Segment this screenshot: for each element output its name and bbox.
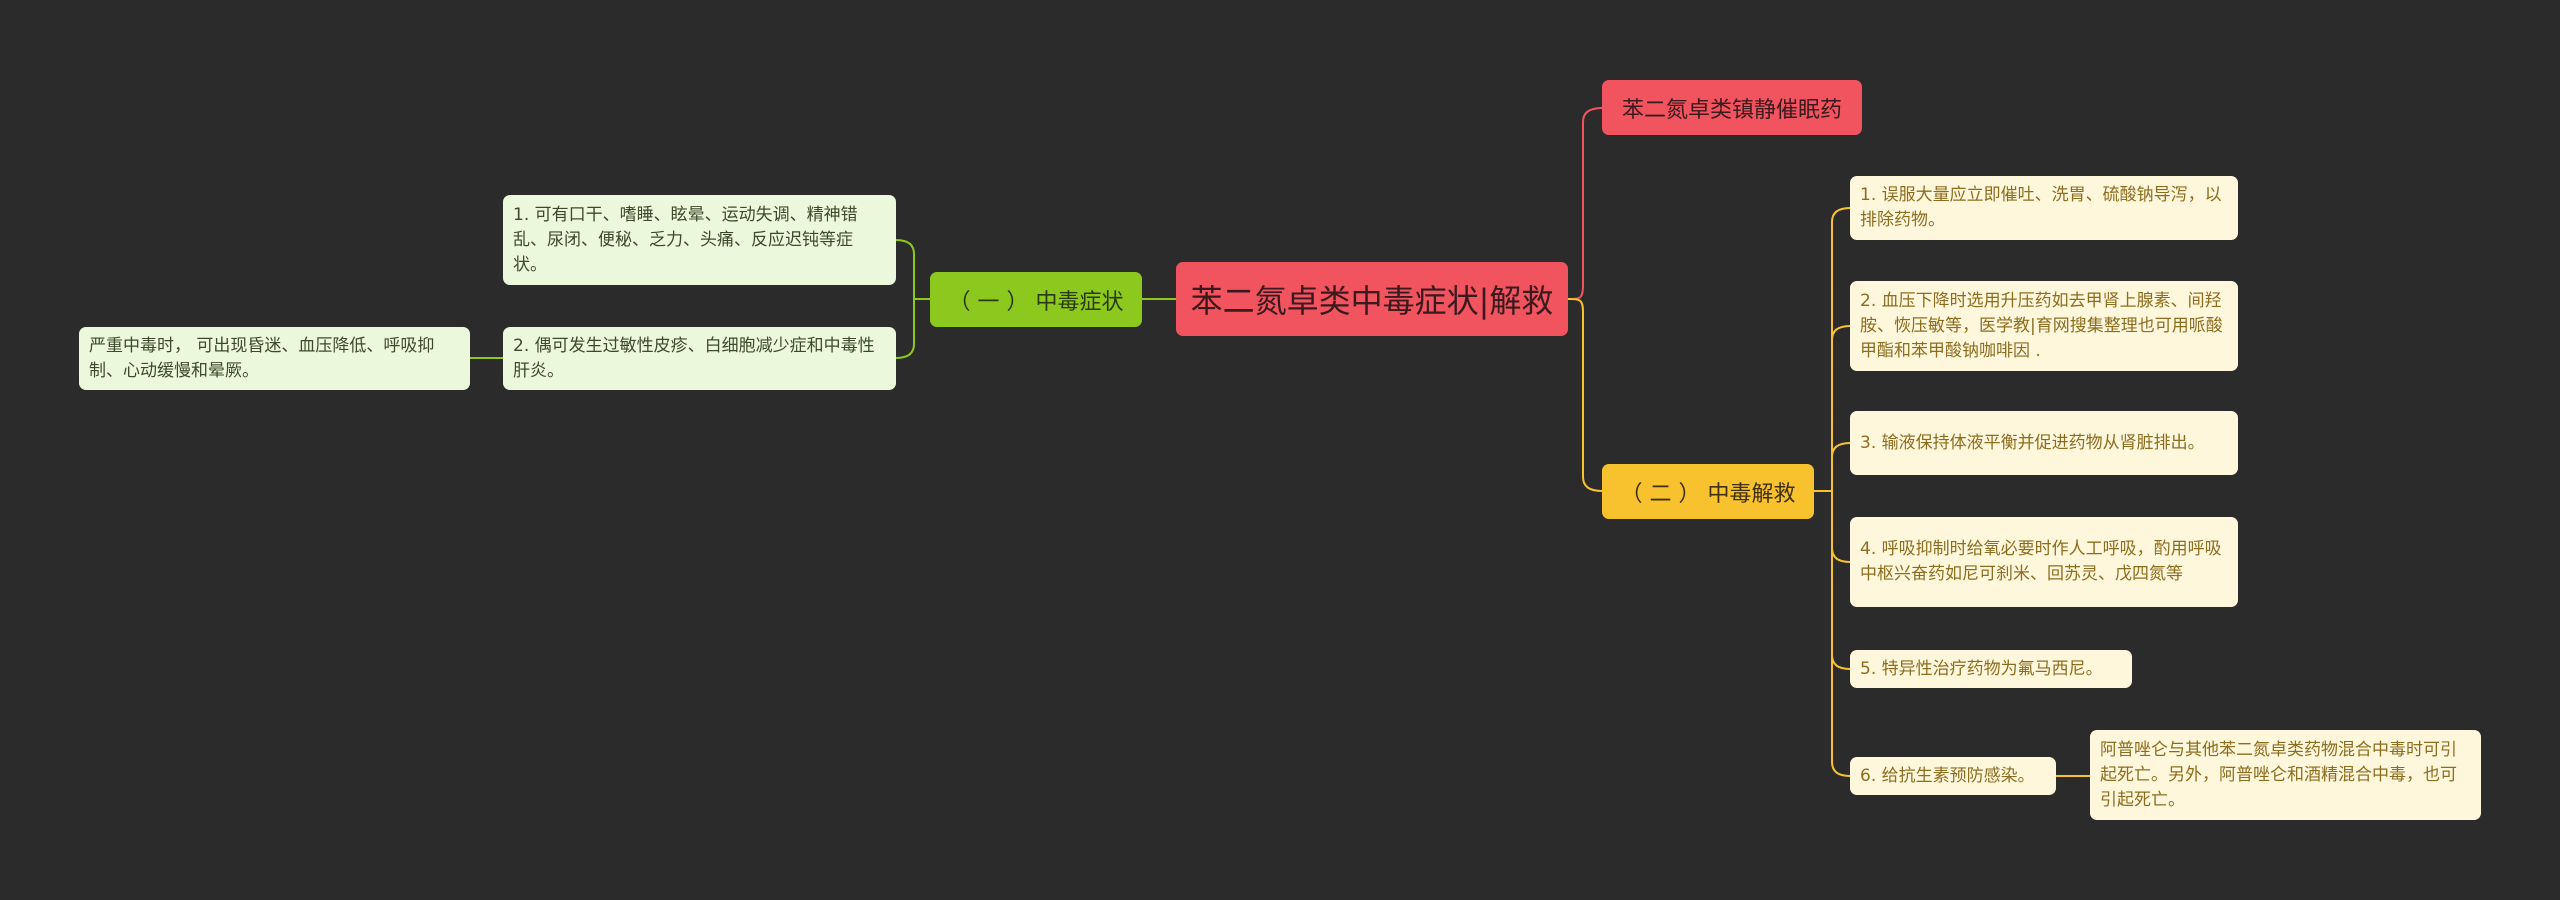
symptom-item-1[interactable]: 1. 可有口干、嗜睡、眩晕、运动失调、精神错乱、尿闭、便秘、乏力、头痛、反应迟钝…	[503, 195, 896, 285]
rescue-item-1-text: 1. 误服大量应立即催吐、洗胃、硫酸钠导泻，以排除药物。	[1860, 185, 2222, 230]
link-rescue-to-item-1	[1814, 207, 1851, 492]
rescue-sub-item[interactable]: 阿普唑仑与其他苯二氮卓类药物混合中毒时可引起死亡。另外，阿普唑仑和酒精混合中毒，…	[2090, 730, 2481, 820]
rescue-item-6[interactable]: 6. 给抗生素预防感染。	[1850, 757, 2056, 795]
branch-poisoning-symptoms[interactable]: （ 一 ） 中毒症状	[930, 272, 1142, 327]
rescue-item-4[interactable]: 4. 呼吸抑制时给氧必要时作人工呼吸，酌用呼吸中枢兴奋药如尼可刹米、回苏灵、戊四…	[1850, 517, 2238, 607]
root-topic-label: 苯二氮卓类中毒症状|解救	[1190, 282, 1554, 320]
link-rescue-to-item-2	[1814, 325, 1851, 492]
rescue-item-4-text: 4. 呼吸抑制时给氧必要时作人工呼吸，酌用呼吸中枢兴奋药如尼可刹米、回苏灵、戊四…	[1860, 539, 2222, 584]
root-topic[interactable]: 苯二氮卓类中毒症状|解救	[1176, 262, 1568, 336]
branch-sedative-drugs[interactable]: 苯二氮卓类镇静催眠药	[1602, 80, 1862, 135]
rescue-item-5[interactable]: 5. 特异性治疗药物为氟马西尼。	[1850, 650, 2132, 688]
branch-poisoning-rescue-label: （ 二 ） 中毒解救	[1620, 481, 1796, 507]
symptom-sub-item[interactable]: 严重中毒时， 可出现昏迷、血压降低、呼吸抑制、心动缓慢和晕厥。	[79, 327, 470, 390]
rescue-item-3[interactable]: 3. 输液保持体液平衡并促进药物从肾脏排出。	[1850, 411, 2238, 475]
rescue-sub-item-text: 阿普唑仑与其他苯二氮卓类药物混合中毒时可引起死亡。另外，阿普唑仑和酒精混合中毒，…	[2100, 739, 2457, 810]
branch-poisoning-rescue[interactable]: （ 二 ） 中毒解救	[1602, 464, 1814, 519]
link-rescue-to-item-3	[1814, 442, 1851, 492]
branch-poisoning-symptoms-label: （ 一 ） 中毒症状	[948, 289, 1124, 315]
link-symptoms-to-item-1	[895, 239, 930, 300]
symptom-item-2-text: 2. 偶可发生过敏性皮疹、白细胞减少症和中毒性肝炎。	[513, 335, 875, 381]
link-rescue-to-item-6	[1814, 490, 1851, 777]
rescue-item-5-text: 5. 特异性治疗药物为氟马西尼。	[1860, 658, 2103, 679]
symptom-sub-item-text: 严重中毒时， 可出现昏迷、血压降低、呼吸抑制、心动缓慢和晕厥。	[89, 335, 435, 381]
link-root-to-top-branch	[1567, 107, 1603, 300]
rescue-item-2-text: 2. 血压下降时选用升压药如去甲肾上腺素、间羟胺、恢压敏等，医学教|育网搜集整理…	[1860, 290, 2223, 361]
rescue-item-3-text: 3. 输液保持体液平衡并促进药物从肾脏排出。	[1860, 432, 2205, 453]
link-root-to-rescue-branch	[1567, 298, 1603, 492]
rescue-item-6-text: 6. 给抗生素预防感染。	[1860, 765, 2035, 786]
link-symptoms-to-item-2	[895, 298, 930, 359]
rescue-item-2[interactable]: 2. 血压下降时选用升压药如去甲肾上腺素、间羟胺、恢压敏等，医学教|育网搜集整理…	[1850, 281, 2238, 371]
symptom-item-1-text: 1. 可有口干、嗜睡、眩晕、运动失调、精神错乱、尿闭、便秘、乏力、头痛、反应迟钝…	[513, 204, 858, 275]
rescue-item-1[interactable]: 1. 误服大量应立即催吐、洗胃、硫酸钠导泻，以排除药物。	[1850, 176, 2238, 240]
branch-sedative-drugs-label: 苯二氮卓类镇静催眠药	[1621, 97, 1842, 123]
symptom-item-2[interactable]: 2. 偶可发生过敏性皮疹、白细胞减少症和中毒性肝炎。	[503, 327, 896, 390]
